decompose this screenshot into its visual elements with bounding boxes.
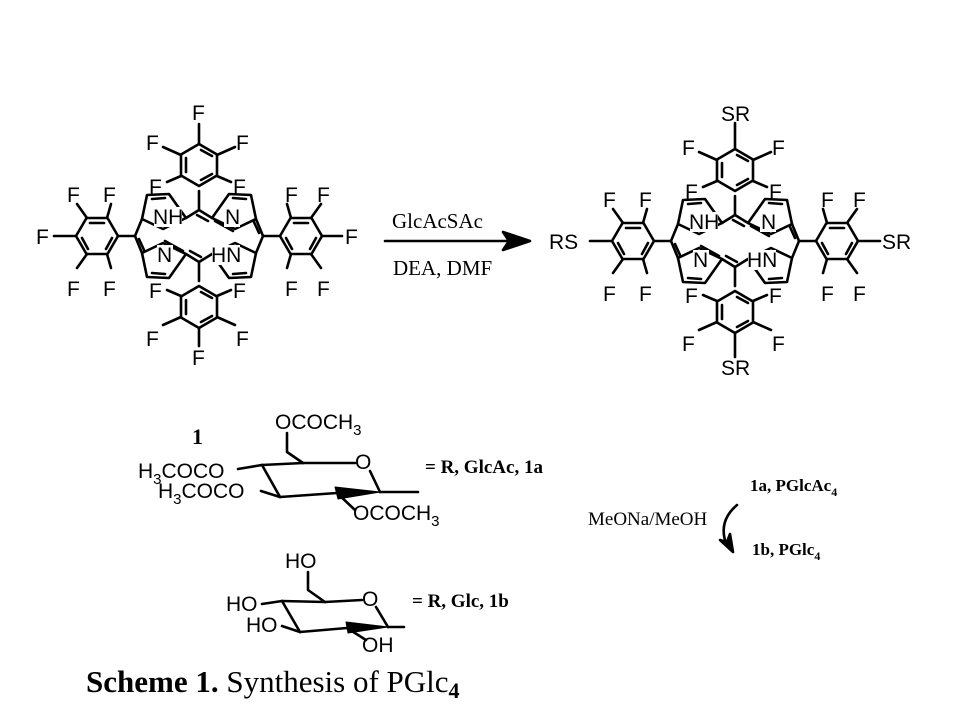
glc-oh-bottom: OH [362, 634, 394, 657]
fluorine-label: F [853, 189, 866, 212]
sr-substituent-label: SR [721, 357, 750, 380]
hn-label: HN [211, 244, 241, 267]
caption-text: Synthesis of PGlc [226, 664, 449, 699]
fluorine-label: F [192, 102, 205, 125]
glc-ho-left-2: HO [246, 614, 278, 637]
fluorine-label: F [67, 278, 80, 301]
fluorine-label: F [233, 176, 246, 199]
fluorine-label: F [682, 137, 695, 160]
fluorine-label: F [317, 278, 330, 301]
fluorine-label: F [821, 189, 834, 212]
fluorine-label: F [285, 278, 298, 301]
fluorine-label: F [36, 226, 49, 249]
porphyrin-starting-material: NH N N HN F F F F F F F F F F F F F F F … [36, 102, 358, 370]
ring-oxygen-label: O [362, 588, 378, 611]
n-label: N [693, 249, 708, 272]
porphyrin-product: NH N N HN SR SR RS SR F F F F F F F F F … [549, 103, 911, 380]
fluorine-label: F [639, 283, 652, 306]
fluorine-label: F [146, 328, 159, 351]
glc-sugar-structure: O HO HO HO OH [226, 550, 406, 657]
sr-substituent-label: SR [721, 103, 750, 126]
rs-substituent-label: RS [549, 231, 578, 254]
n-label: N [225, 206, 240, 229]
fluorine-label: F [103, 278, 116, 301]
fluorine-label: F [149, 176, 162, 199]
fluorine-label: F [149, 280, 162, 303]
fluorine-label: F [67, 184, 80, 207]
fluorine-label: F [603, 283, 616, 306]
fluorine-label: F [285, 184, 298, 207]
reagent-above-arrow: GlcAcSAc [392, 209, 483, 233]
fluorine-label: F [853, 283, 866, 306]
fluorine-label: F [682, 333, 695, 356]
n-label: N [761, 211, 776, 234]
nh-label: NH [689, 211, 719, 234]
scheme-caption: Scheme 1. Synthesis of PGlc4 [86, 664, 460, 704]
glcac-label: = R, GlcAc, 1a [425, 457, 543, 478]
reagent-below-arrow: DEA, DMF [393, 256, 492, 280]
caption-label: Scheme 1. [86, 664, 219, 699]
fluorine-label: F [317, 184, 330, 207]
glcac-top-group: OCOCH3 [275, 411, 362, 439]
glcac-left-group-2: H3COCO [158, 480, 245, 508]
glc-ho-top: HO [285, 550, 317, 573]
deprotection-curved-arrow [718, 503, 739, 554]
reaction-arrow [383, 230, 532, 252]
fluorine-label: F [772, 333, 785, 356]
glc-ho-left-1: HO [226, 593, 258, 616]
deprotection-reagent: MeONa/MeOH [588, 509, 708, 530]
fluorine-label: F [685, 181, 698, 204]
fluorine-label: F [769, 285, 782, 308]
fluorine-label: F [345, 226, 358, 249]
fluorine-label: F [236, 132, 249, 155]
fluorine-label: F [603, 189, 616, 212]
nh-label: NH [153, 206, 183, 229]
glcac-sugar-structure: O OCOCH3 H3COCO H3COCO OCOCH3 [138, 411, 440, 530]
glcac-bottom-group: OCOCH3 [353, 502, 440, 530]
deprotection-start-label: 1a, PGlcAc4 [750, 476, 837, 499]
sr-substituent-label: SR [882, 231, 911, 254]
n-label: N [157, 244, 172, 267]
deprotection-end-label: 1b, PGlc4 [752, 540, 820, 563]
ring-oxygen-label: O [355, 451, 371, 474]
fluorine-label: F [233, 280, 246, 303]
compound-number: 1 [192, 424, 203, 449]
caption-subscript: 4 [448, 678, 460, 703]
fluorine-label: F [236, 328, 249, 351]
fluorine-label: F [146, 132, 159, 155]
fluorine-label: F [821, 283, 834, 306]
fluorine-label: F [769, 181, 782, 204]
glc-label: = R, Glc, 1b [412, 591, 509, 612]
fluorine-label: F [639, 189, 652, 212]
hn-label: HN [747, 249, 777, 272]
fluorine-label: F [772, 137, 785, 160]
fluorine-label: F [192, 347, 205, 370]
fluorine-label: F [685, 285, 698, 308]
fluorine-label: F [103, 184, 116, 207]
glcac-left-group-1: H3COCO [138, 460, 225, 488]
